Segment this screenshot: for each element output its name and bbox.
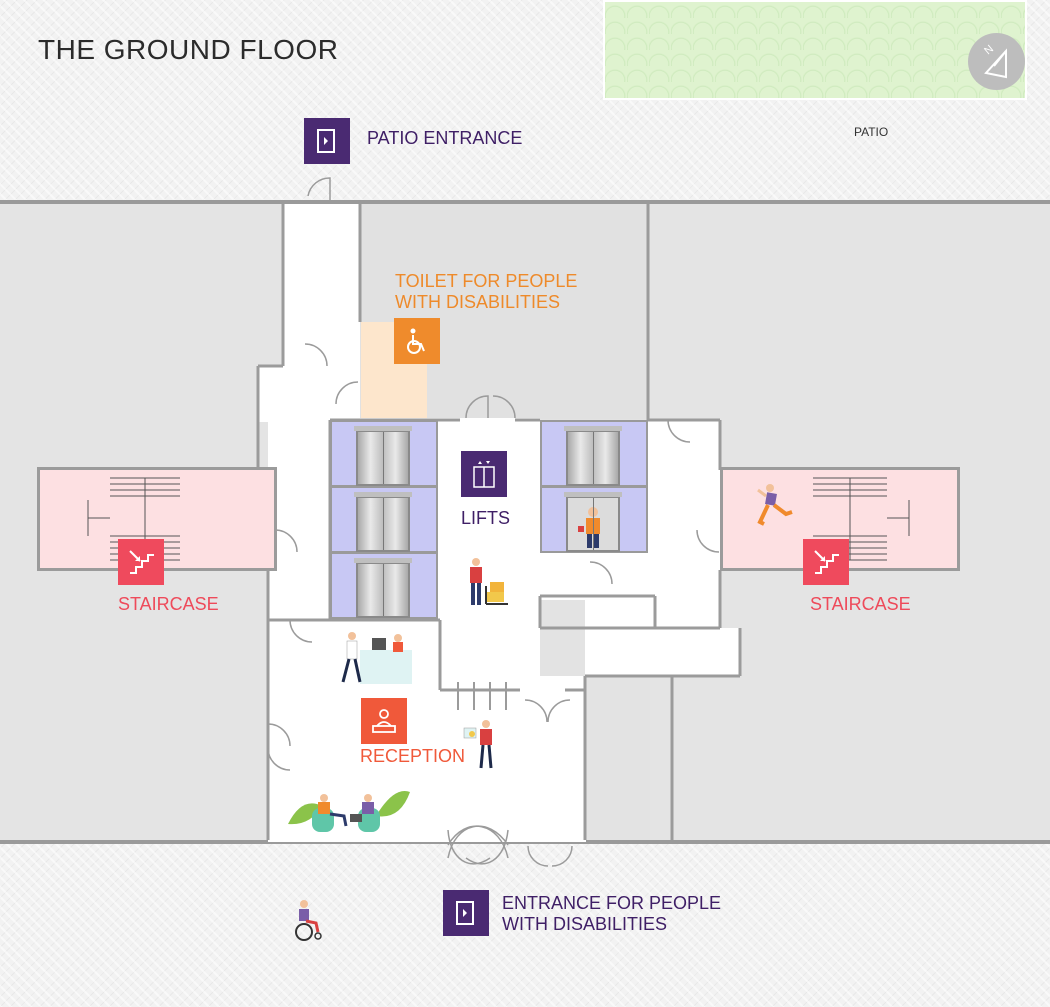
lift-door <box>564 426 622 486</box>
lounge-seating-illustration <box>288 791 410 832</box>
entrance-label-line1: ENTRANCE FOR PEOPLE <box>502 893 722 913</box>
wheelchair-user-illustration <box>295 900 322 941</box>
patio-area <box>603 0 1027 100</box>
reception-desk-icon[interactable] <box>361 698 407 744</box>
door-icon[interactable] <box>443 890 489 936</box>
toilet-label-line2: WITH DISABILITIES <box>395 292 561 312</box>
patio-label: PATIO <box>854 125 889 139</box>
lift-car <box>540 420 648 487</box>
door-icon[interactable] <box>304 118 350 164</box>
staircase-right-label: STAIRCASE <box>810 594 911 614</box>
entrance-label-line2: WITH DISABILITIES <box>502 914 668 934</box>
stairs-icon[interactable] <box>803 539 849 585</box>
wheelchair-icon[interactable] <box>394 318 440 364</box>
lift-door <box>354 492 412 552</box>
lift-car <box>330 552 438 619</box>
lifts-label: LIFTS <box>461 508 511 528</box>
staff-with-tablet-illustration <box>463 720 493 769</box>
reception-desk-illustration <box>341 632 412 684</box>
lift-car <box>330 420 438 487</box>
lift-icon[interactable] <box>461 451 507 497</box>
lift-door-open <box>564 492 622 552</box>
running-person-illustration <box>757 484 793 526</box>
lift-door <box>354 426 412 486</box>
lift-door <box>354 558 412 618</box>
staircase-left-label: STAIRCASE <box>118 594 219 614</box>
map-title: THE GROUND FLOOR <box>38 34 339 65</box>
stairs-icon[interactable] <box>118 539 164 585</box>
delivery-person-illustration <box>470 558 508 605</box>
lift-car-open <box>540 486 648 553</box>
north-arrow-icon: N <box>968 33 1025 90</box>
patio-entrance-label: PATIO ENTRANCE <box>367 128 523 148</box>
toilet-label-line1: TOILET FOR PEOPLE <box>395 271 578 291</box>
lift-car <box>330 486 438 553</box>
reception-label: RECEPTION <box>360 746 466 766</box>
